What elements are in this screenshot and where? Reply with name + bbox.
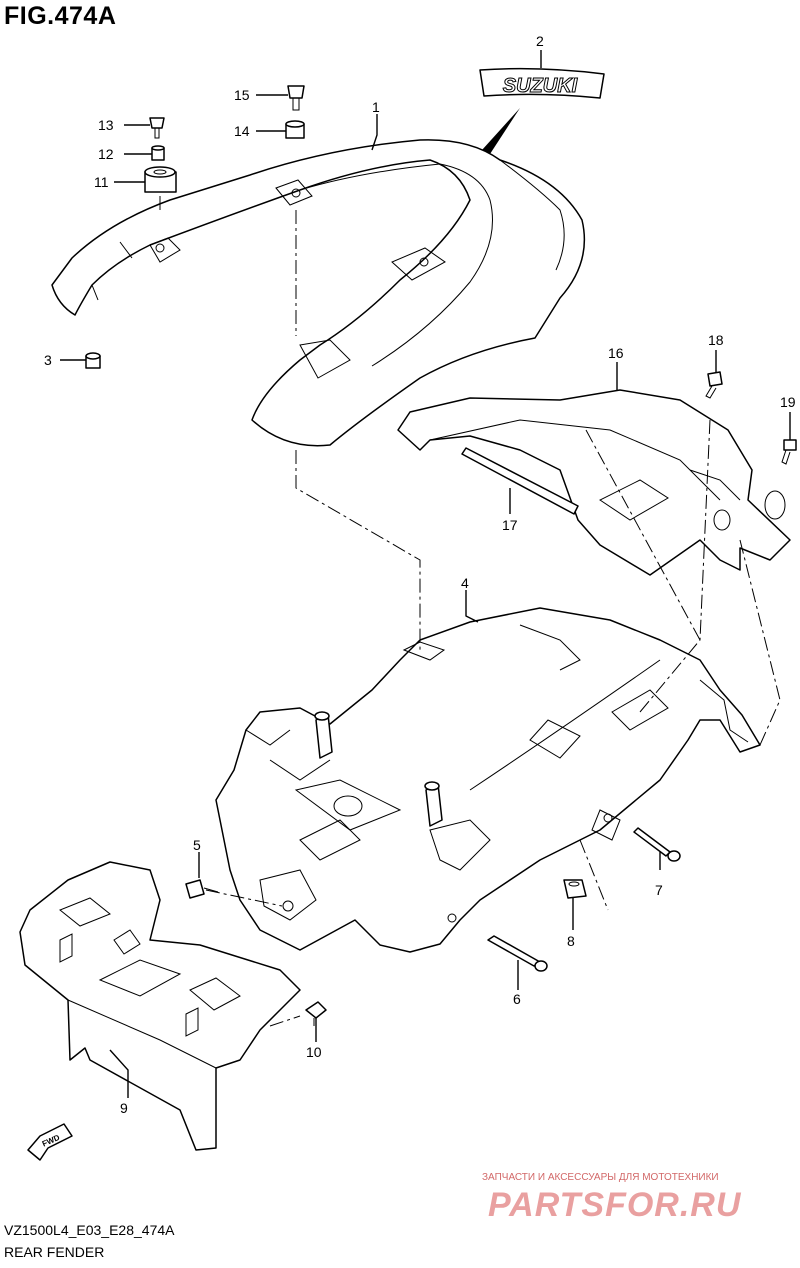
part-label-15: 15 [234, 87, 250, 103]
part-label-9: 9 [120, 1100, 128, 1116]
emblem-text: SUZUKI [503, 75, 578, 97]
fwd-arrow: FWD [27, 1123, 73, 1161]
part-label-10: 10 [306, 1044, 322, 1060]
watermark-logo: PARTSFOR.RU [488, 1186, 742, 1224]
hardware-stack [144, 85, 305, 193]
seat-cowl [51, 139, 586, 447]
part-label-11: 11 [94, 174, 109, 190]
figure-title: FIG.474A [4, 2, 117, 30]
part-3-rubber [85, 352, 101, 369]
leader-lines [60, 50, 791, 1098]
assembly-lines [159, 196, 781, 1027]
part-label-19: 19 [780, 394, 796, 410]
model-code: VZ1500L4_E03_E28_474A [4, 1222, 175, 1238]
watermark-tagline: ЗАПЧАСТИ И АКСЕССУАРЫ ДЛЯ МОТОТЕХНИКИ [482, 1172, 719, 1183]
part-label-3: 3 [44, 352, 52, 368]
part-label-5: 5 [193, 837, 201, 853]
part-label-13: 13 [98, 117, 114, 133]
rear-cover [397, 389, 791, 576]
part-label-17: 17 [502, 517, 518, 533]
part-label-6: 6 [513, 991, 521, 1007]
rear-fender [215, 607, 761, 953]
license-bracket [19, 861, 301, 1151]
foam-strip [461, 447, 579, 515]
part-label-18: 18 [708, 332, 724, 348]
suzuki-emblem: SUZUKI [479, 67, 605, 154]
part-label-14: 14 [234, 123, 250, 139]
bolts-18-19 [705, 371, 797, 465]
part-label-1: 1 [372, 99, 380, 115]
fender-hardware [185, 827, 681, 1026]
part-label-7: 7 [655, 882, 663, 898]
part-label-12: 12 [98, 146, 114, 162]
section-title: REAR FENDER [4, 1244, 105, 1260]
part-label-16: 16 [608, 345, 624, 361]
part-label-4: 4 [461, 575, 469, 591]
part-label-2: 2 [536, 33, 544, 49]
part-number-labels: 1 2 3 4 5 6 7 8 9 10 11 12 13 14 15 16 1… [44, 33, 796, 1116]
part-label-8: 8 [567, 933, 575, 949]
